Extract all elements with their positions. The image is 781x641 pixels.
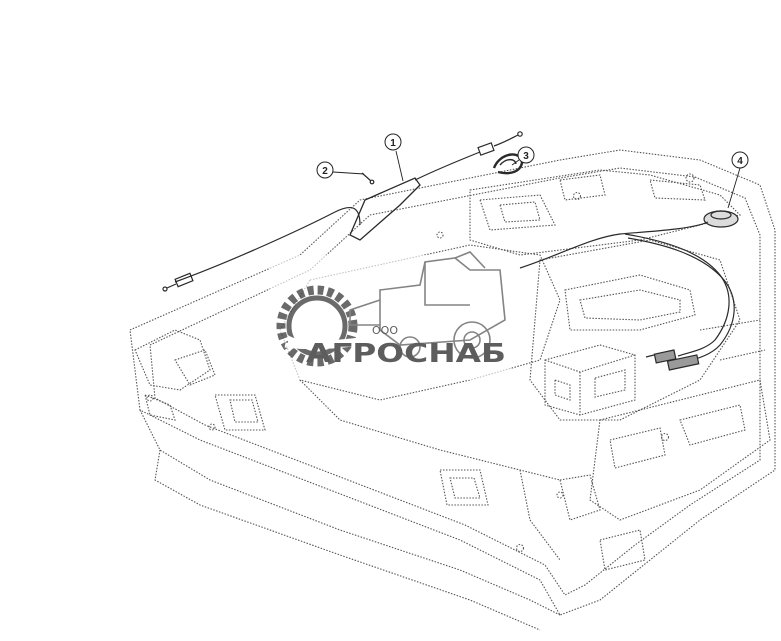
antenna-bracket: [349, 177, 421, 241]
cable-clip: [492, 153, 524, 175]
harvester-icon: [349, 251, 506, 359]
right-recess: [529, 239, 741, 421]
agrosnab-watermark: ООО АГРОСНАБ: [270, 251, 510, 380]
svg-text:АГРОСНАБ: АГРОСНАБ: [306, 339, 506, 369]
svg-text:1: 1: [390, 138, 396, 149]
svg-text:3: 3: [523, 151, 529, 162]
antenna-lead: [519, 221, 709, 269]
antenna-cable-left: [174, 207, 361, 283]
callout-4: 4: [731, 151, 749, 169]
front-bracket-left: [214, 394, 266, 431]
callout-3: 3: [517, 146, 535, 164]
rear-headliner: [469, 169, 742, 256]
left-end-connector: [174, 272, 194, 288]
roof-outer-rim: [129, 149, 776, 616]
antenna-cable-assembly: [162, 131, 739, 371]
svg-text:2: 2: [322, 166, 328, 177]
callout-1: 1: [384, 133, 402, 151]
front-bracket-center: [439, 469, 489, 506]
inline-connector: [477, 142, 495, 156]
callout-2: 2: [316, 161, 334, 179]
control-module: [544, 344, 636, 416]
roof-front-lip: [139, 409, 561, 616]
svg-text:4: 4: [737, 156, 743, 167]
gear-logo-icon: [276, 285, 400, 367]
cab-roof-drawing: [129, 149, 776, 631]
svg-text:ООО: ООО: [372, 324, 398, 337]
roof-inner-rim: [149, 167, 761, 596]
callouts: 1 2 3 4: [316, 133, 749, 209]
